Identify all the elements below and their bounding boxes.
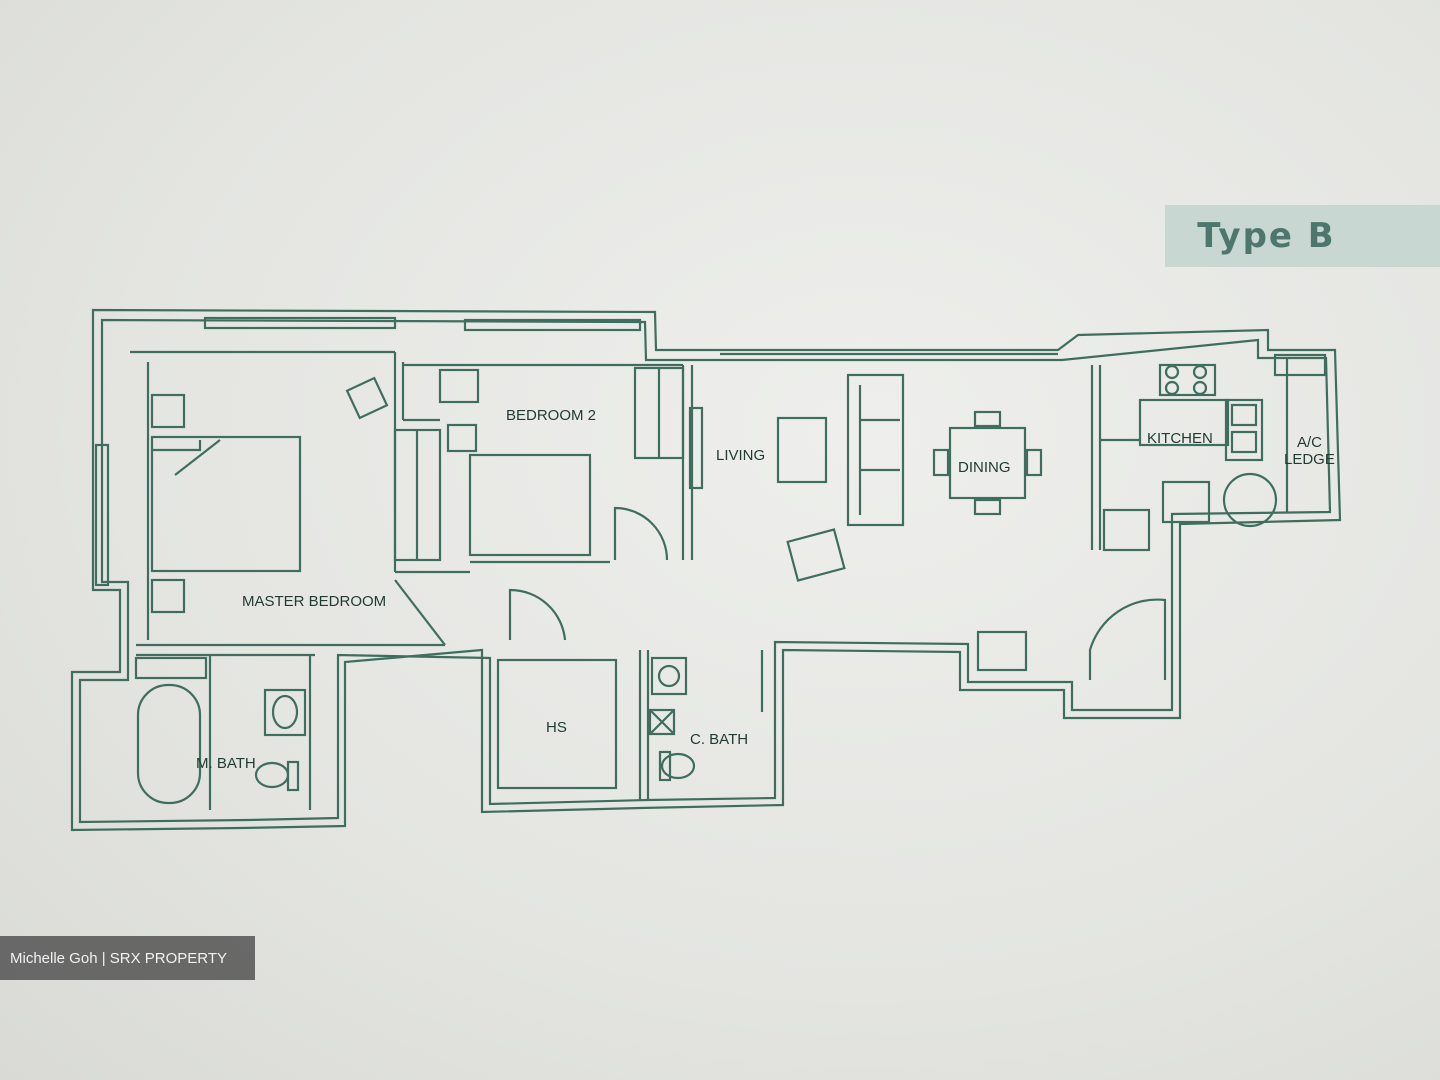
door-corridor: [508, 588, 567, 641]
label-dining: DINING: [958, 459, 1011, 476]
label-ac-ledge-1: A/C: [1297, 434, 1322, 451]
window-master-bedroom: [203, 316, 397, 330]
chair: [973, 498, 1002, 516]
label-kitchen: KITCHEN: [1147, 430, 1213, 447]
watermark: Michelle Goh | SRX PROPERTY: [0, 936, 255, 980]
sink: [1224, 398, 1264, 462]
chair: [932, 448, 950, 477]
bedside-table: [150, 578, 186, 614]
bedside-table: [150, 393, 186, 429]
sofa: [846, 373, 905, 527]
shower: [648, 708, 676, 736]
master-bed: [150, 435, 302, 573]
inner-wall: [78, 318, 1332, 824]
household-shelter: [496, 658, 618, 790]
dryer: [1222, 472, 1278, 528]
unit-type-title: Type B: [1197, 216, 1336, 256]
washing-machine: [1161, 480, 1211, 524]
watermark-text: Michelle Goh | SRX PROPERTY: [10, 949, 228, 967]
coffee-table: [776, 416, 828, 484]
chair: [973, 410, 1002, 428]
outer-wall: [70, 308, 1342, 832]
tv-console: [688, 406, 704, 490]
ac-ledge-vent: [1273, 353, 1327, 377]
label-hs: HS: [546, 719, 567, 736]
chair: [1025, 448, 1043, 477]
desk: [438, 368, 480, 404]
bathtub: [136, 683, 202, 805]
toilet: [254, 761, 290, 789]
toilet: [660, 752, 696, 780]
fridge: [1102, 508, 1151, 552]
armchair: [345, 376, 389, 420]
label-c-bath: C. BATH: [690, 731, 748, 748]
window-side: [94, 443, 110, 587]
unit-type-badge: Type B: [1165, 205, 1440, 267]
label-master-bedroom: MASTER BEDROOM: [242, 593, 386, 610]
kitchen-counter: [1138, 398, 1230, 447]
hob: [1158, 363, 1217, 397]
bedside-table: [446, 423, 478, 453]
armchair-living: [786, 528, 846, 582]
shoe-cabinet: [976, 630, 1028, 672]
basin: [263, 688, 307, 737]
window-bedroom2: [463, 318, 642, 332]
label-living: LIVING: [716, 447, 765, 464]
wall: [394, 579, 446, 646]
basin: [650, 656, 688, 696]
label-ac-ledge-2: LEDGE: [1284, 451, 1335, 468]
shower-screen: [134, 656, 208, 680]
single-bed: [468, 453, 592, 557]
label-m-bath: M. BATH: [196, 755, 256, 772]
main-door: [1088, 598, 1167, 680]
label-bedroom2: BEDROOM 2: [506, 407, 596, 424]
door-bedroom2: [613, 506, 669, 561]
dining-table: [948, 426, 1027, 500]
